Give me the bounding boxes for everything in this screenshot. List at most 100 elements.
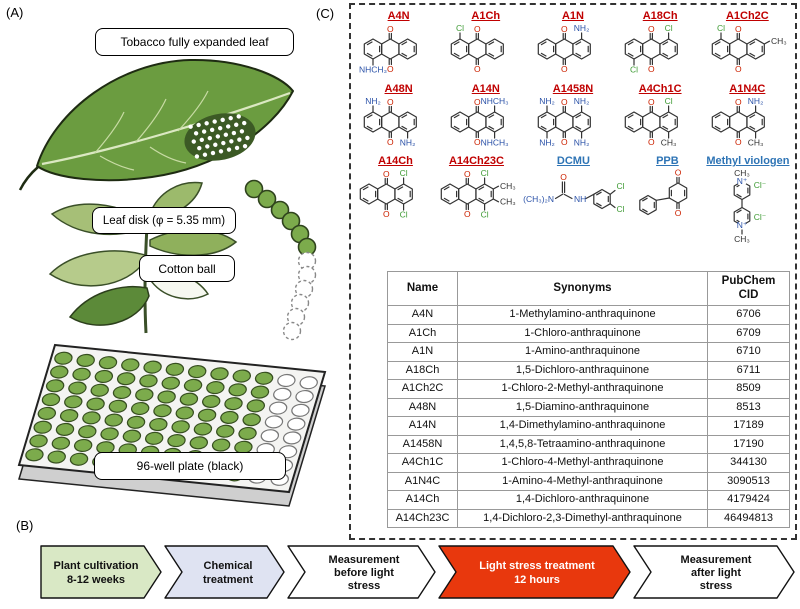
svg-text:Cl: Cl <box>617 181 625 191</box>
svg-text:O: O <box>464 209 471 219</box>
table-cell: A48N <box>387 397 458 417</box>
svg-text:O: O <box>387 137 394 147</box>
svg-text:CH₃: CH₃ <box>500 181 516 191</box>
compound-link-a14ch23c[interactable]: A14Ch23C <box>448 155 504 167</box>
svg-text:O: O <box>474 97 481 107</box>
svg-text:O: O <box>675 208 682 218</box>
svg-text:Cl: Cl <box>665 96 673 106</box>
table-cell: A4Ch1C <box>387 453 458 473</box>
table-cell: 1-Chloro-2-Methyl-anthraquinone <box>457 379 708 399</box>
table-cell: 1,5-Diamino-anthraquinone <box>457 397 708 417</box>
svg-text:O: O <box>648 137 655 147</box>
compound-link-dcmu[interactable]: DCMU <box>556 155 590 167</box>
svg-text:O: O <box>648 64 655 74</box>
leaf-label: Tobacco fully expanded leaf <box>95 28 294 56</box>
table-cell: 6711 <box>707 360 790 380</box>
table-cell: A14Ch23C <box>387 508 458 528</box>
svg-text:CH₃: CH₃ <box>734 234 750 244</box>
svg-text:O: O <box>474 64 481 74</box>
svg-text:O: O <box>561 97 568 107</box>
svg-text:Cl: Cl <box>400 168 408 178</box>
compound-link-a1n[interactable]: A1N <box>561 10 584 22</box>
leaf-disk-chain <box>244 179 317 257</box>
table-cell: A14N <box>387 416 458 436</box>
svg-text:(CH₃)₂N: (CH₃)₂N <box>524 194 555 204</box>
compound-link-a4n[interactable]: A4N <box>387 10 410 22</box>
table-cell: 1-Methylamino-anthraquinone <box>457 305 708 325</box>
compound-link-a1n4c[interactable]: A1N4C <box>729 83 766 95</box>
svg-text:NH₂: NH₂ <box>574 96 590 106</box>
table-cell: 1-Chloro-4-Methyl-anthraquinone <box>457 453 708 473</box>
svg-text:Cl: Cl <box>630 65 638 75</box>
table-cell: A4N <box>387 305 458 325</box>
svg-text:NH₂: NH₂ <box>365 96 381 106</box>
table-cell: 46494813 <box>707 508 790 528</box>
table-header: PubChem CID <box>707 271 790 306</box>
table-cell: 6709 <box>707 323 790 343</box>
svg-text:O: O <box>474 24 481 34</box>
svg-text:O: O <box>561 137 568 147</box>
svg-text:N⁺: N⁺ <box>737 220 748 230</box>
table-cell: 1,4-Dimethylamino-anthraquinone <box>457 416 708 436</box>
compound-link-methyl-viologen[interactable]: Methyl viologen <box>706 155 790 167</box>
svg-text:Cl⁻: Cl⁻ <box>754 212 767 222</box>
compound-link-a1458n[interactable]: A1458N <box>552 83 594 95</box>
table-cell: A1N4C <box>387 471 458 491</box>
leaf-disk-dots <box>184 113 256 161</box>
compound-link-a1ch[interactable]: A1Ch <box>471 10 501 22</box>
table-cell: 344130 <box>707 453 790 473</box>
compound-link-ppb[interactable]: PPB <box>656 155 679 167</box>
compound-link-a1ch2c[interactable]: A1Ch2C <box>725 10 769 22</box>
panel-c-letter: (C) <box>316 6 335 21</box>
table-cell: A14Ch <box>387 490 458 510</box>
compound-link-a14ch[interactable]: A14Ch <box>378 155 413 167</box>
svg-text:Cl: Cl <box>665 23 673 33</box>
svg-text:Cl⁻: Cl⁻ <box>754 180 767 190</box>
svg-text:NHCH₃: NHCH₃ <box>359 65 387 75</box>
table-cell: 17190 <box>707 434 790 454</box>
svg-text:O: O <box>383 209 390 219</box>
svg-text:O: O <box>561 24 568 34</box>
table-cell: 3090513 <box>707 471 790 491</box>
compound-link-a18ch[interactable]: A18Ch <box>642 10 678 22</box>
compound-link-a4ch1c[interactable]: A4Ch1C <box>638 83 682 95</box>
table-cell: A1Ch2C <box>387 379 458 399</box>
table-cell: 1-Chloro-anthraquinone <box>457 323 708 343</box>
svg-text:Cl: Cl <box>456 23 464 33</box>
compound-link-a48n[interactable]: A48N <box>384 83 413 95</box>
table-cell: A1458N <box>387 434 458 454</box>
compound-link-a14n[interactable]: A14N <box>471 83 500 95</box>
table-header: Synonyms <box>457 271 708 306</box>
svg-text:O: O <box>561 64 568 74</box>
svg-text:O: O <box>464 169 471 179</box>
svg-text:O: O <box>675 168 682 178</box>
table-cell: 1-Amino-anthraquinone <box>457 342 708 362</box>
